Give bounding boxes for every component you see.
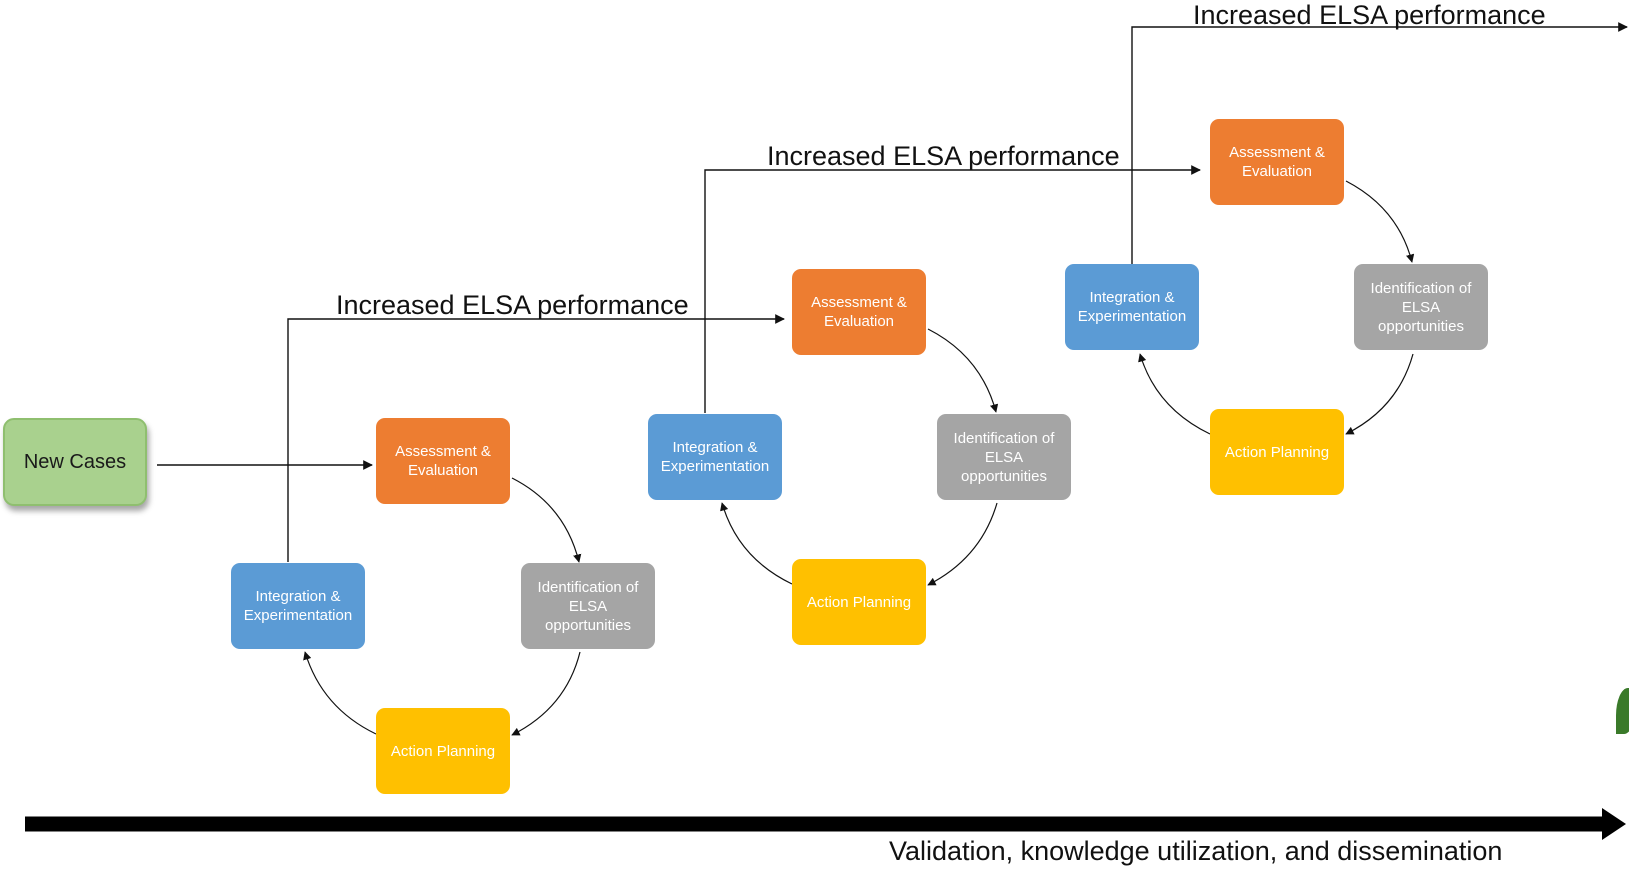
cycle2-arrow-action-to-integ xyxy=(720,502,793,585)
cycle3-identification-box: Identification of ELSA opportunities xyxy=(1354,264,1488,350)
cycle2-identification-box: Identification of ELSA opportunities xyxy=(937,414,1071,500)
cycle2-arrow-assess-to-ident xyxy=(927,328,999,413)
cycle3-arrow-action-to-integ xyxy=(1138,353,1211,435)
cycle2-assessment-label: Assessment & Evaluation xyxy=(811,294,907,330)
transition-label-2: Increased ELSA performance xyxy=(767,141,1120,171)
cycle1-action-label: Action Planning xyxy=(390,742,496,760)
cycle3-integration-box: Integration & Experimentation xyxy=(1065,264,1199,350)
cycle1-arrow-ident-to-action xyxy=(511,651,581,736)
cycle3-action-box: Action Planning xyxy=(1210,409,1344,495)
cycle1-identification-box: Identification of ELSA opportunities xyxy=(521,563,655,649)
cycle1-integration-label: Integration & Experimentation xyxy=(243,588,353,624)
cycle1-integration-box: Integration & Experimentation xyxy=(231,563,365,649)
transition-arrow-3 xyxy=(1131,22,1628,268)
cycle1-arrow-action-to-integ xyxy=(303,651,377,735)
cycle3-identification-label: Identification of ELSA opportunities xyxy=(1370,279,1472,335)
transition-label-3: Increased ELSA performance xyxy=(1193,0,1546,30)
cycle1-assessment-box: Assessment & Evaluation xyxy=(376,418,510,504)
cycle2-action-box: Action Planning xyxy=(792,559,926,645)
cycle2-action-label: Action Planning xyxy=(806,593,912,611)
cycle3-arrow-assess-to-ident xyxy=(1345,180,1415,263)
cycle1-action-box: Action Planning xyxy=(376,708,510,794)
timeline-arrow-head xyxy=(1602,808,1626,840)
cycle2-arrow-ident-to-action xyxy=(927,502,998,586)
cycle3-arrow-ident-to-action xyxy=(1345,353,1414,435)
cycle1-identification-label: Identification of ELSA opportunities xyxy=(537,578,639,634)
cycle1-assessment-label: Assessment & Evaluation xyxy=(395,443,491,479)
cycle2-integration-label: Integration & Experimentation xyxy=(660,439,770,475)
cycle2-identification-label: Identification of ELSA opportunities xyxy=(953,429,1055,485)
transition-arrow-1 xyxy=(287,314,785,562)
cycle2-integration-box: Integration & Experimentation xyxy=(648,414,782,500)
cycle3-assessment-box: Assessment & Evaluation xyxy=(1210,119,1344,205)
leaf-decoration xyxy=(1616,688,1629,734)
cycle3-assessment-label: Assessment & Evaluation xyxy=(1229,144,1325,180)
transition-label-1: Increased ELSA performance xyxy=(336,290,689,320)
transition-arrow-2 xyxy=(704,165,1201,413)
cycle2-assessment-box: Assessment & Evaluation xyxy=(792,269,926,355)
cycle3-action-label: Action Planning xyxy=(1224,443,1330,461)
new-cases-label: New Cases xyxy=(23,450,127,473)
new-cases-box: New Cases xyxy=(3,418,147,506)
timeline-label: Validation, knowledge utilization, and d… xyxy=(889,836,1503,866)
cycle3-integration-label: Integration & Experimentation xyxy=(1077,289,1187,325)
cycle1-arrow-assess-to-ident xyxy=(511,477,582,563)
